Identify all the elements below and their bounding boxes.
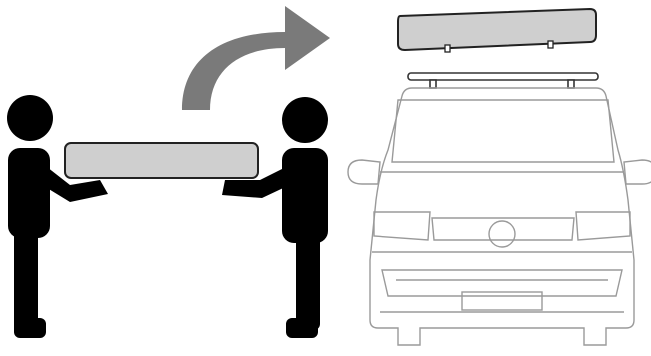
curved-arrow-icon [182, 6, 330, 110]
roof-rack-icon [408, 73, 598, 88]
mounted-roof-box [398, 9, 596, 52]
person-left-icon [7, 95, 108, 338]
carried-roof-box [65, 143, 258, 178]
person-right-icon [222, 97, 328, 338]
van-icon [348, 88, 651, 345]
